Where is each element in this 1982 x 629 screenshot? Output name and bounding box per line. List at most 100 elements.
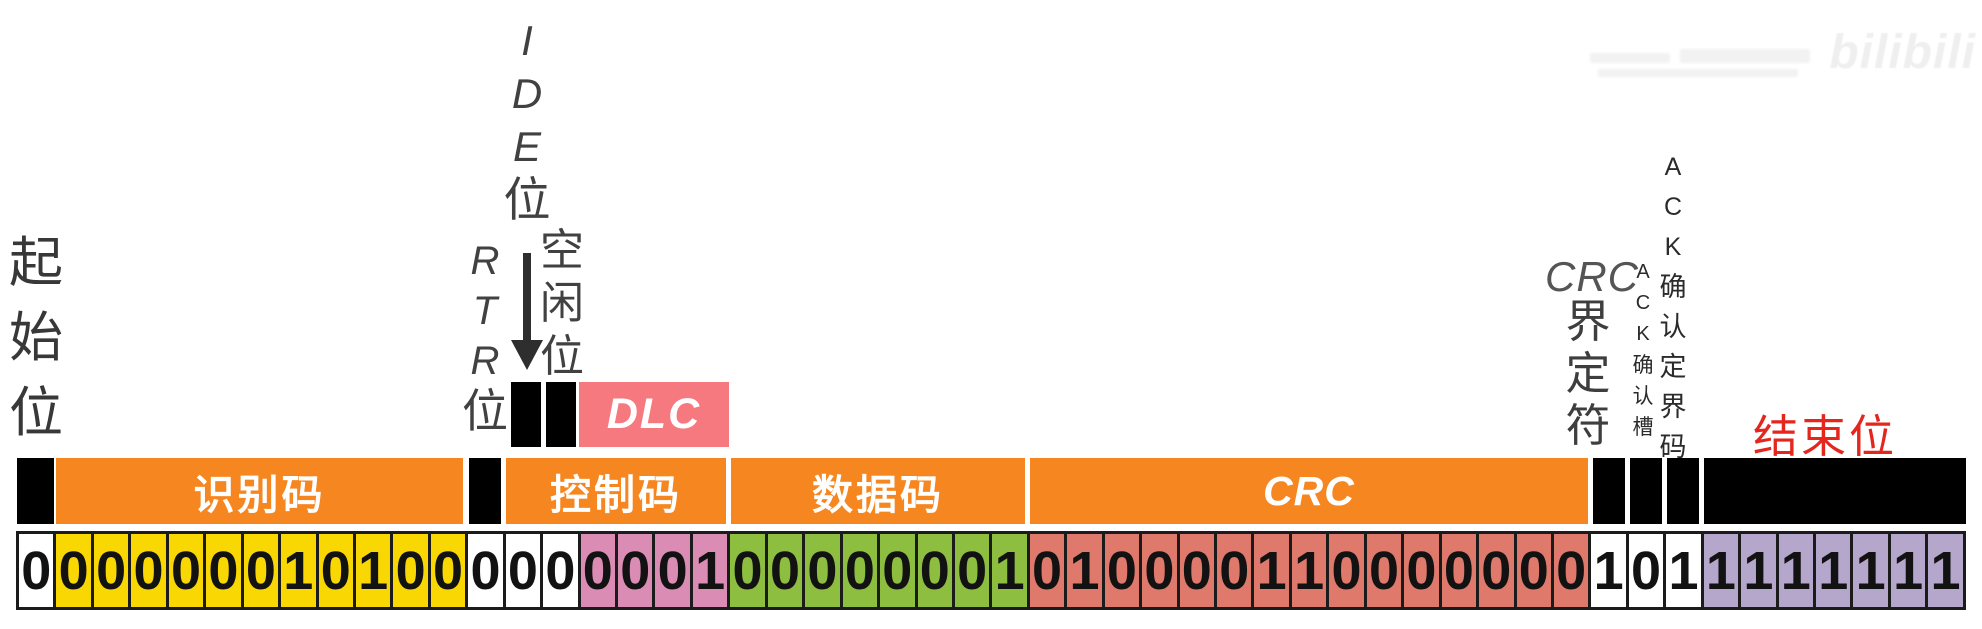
label-char: T bbox=[472, 289, 498, 333]
bit-cell-crc: 0 bbox=[1214, 534, 1252, 607]
label-char: 位 bbox=[540, 332, 584, 381]
label-char: 定 bbox=[1565, 348, 1611, 399]
bit-cell-rtr-ide-reserved: 0 bbox=[540, 534, 578, 607]
label-char: D bbox=[511, 70, 543, 117]
ide-bit-cell bbox=[511, 382, 541, 447]
label-char: 界 bbox=[1565, 296, 1611, 347]
label-char: 位 bbox=[503, 173, 551, 226]
bit-cell-identifier: 1 bbox=[278, 534, 316, 607]
bit-cell-crc: 1 bbox=[1064, 534, 1102, 607]
bit-cell-identifier: 0 bbox=[165, 534, 204, 607]
label-char: 位 bbox=[9, 383, 63, 443]
segment-bar-crc-delimiter bbox=[1593, 458, 1625, 524]
crc-delimiter-prefix-label: CRC bbox=[1545, 253, 1639, 300]
bit-cell-crc: 0 bbox=[1513, 534, 1551, 607]
bit-cell-dlc: 0 bbox=[577, 534, 615, 607]
label-char: 始 bbox=[9, 308, 63, 368]
label-char: 确 bbox=[1632, 354, 1654, 377]
segment-bar-label: 识别码 bbox=[193, 472, 326, 518]
segment-bar-data: 数据码 bbox=[731, 458, 1025, 524]
watermark-faint-text bbox=[1680, 49, 1810, 63]
bit-cell-end-of-frame: 1 bbox=[1850, 534, 1888, 607]
label-char: I bbox=[521, 17, 533, 64]
segment-bar-label: CRC bbox=[1263, 467, 1355, 514]
label-char: K bbox=[1636, 323, 1650, 345]
bit-cell-data: 0 bbox=[877, 534, 915, 607]
segment-bar-ack-slot bbox=[1630, 458, 1662, 524]
bit-cell-data: 0 bbox=[914, 534, 952, 607]
bit-cell-data: 0 bbox=[727, 534, 765, 607]
bit-cell-dlc: 0 bbox=[652, 534, 690, 607]
bit-cell-data: 0 bbox=[802, 534, 840, 607]
bit-cell-rtr-ide-reserved: 0 bbox=[465, 534, 503, 607]
segment-bar-end-of-frame bbox=[1704, 458, 1966, 524]
bit-cell-crc: 1 bbox=[1251, 534, 1289, 607]
label-char: 界 bbox=[1659, 392, 1687, 422]
bit-cell-identifier: 0 bbox=[203, 534, 241, 607]
bit-cell-end-of-frame: 1 bbox=[1738, 534, 1776, 607]
dlc-label: DLC bbox=[606, 390, 702, 438]
bit-cell-data: 1 bbox=[989, 534, 1027, 607]
label-char: K bbox=[1664, 233, 1682, 261]
bit-cell-data: 0 bbox=[764, 534, 803, 607]
bit-cell-crc: 0 bbox=[1401, 534, 1439, 607]
bit-cell-identifier: 0 bbox=[128, 534, 166, 607]
label-char: 空 bbox=[540, 226, 584, 275]
bit-cell-crc-delim-ack: 1 bbox=[1588, 534, 1626, 607]
bilibili-watermark: bilibili bbox=[1580, 25, 1980, 95]
segment-bar-identifier: 识别码 bbox=[56, 458, 463, 524]
label-char: 闲 bbox=[540, 279, 584, 328]
label-char: R bbox=[470, 339, 500, 383]
bit-cell-crc-delim-ack: 1 bbox=[1663, 534, 1701, 607]
label-char: E bbox=[512, 123, 541, 170]
bit-cell-crc: 0 bbox=[1438, 534, 1477, 607]
start-bit-label: 起始位 bbox=[5, 226, 67, 451]
down-arrow-icon bbox=[511, 340, 543, 370]
bit-cell-crc: 0 bbox=[1176, 534, 1214, 607]
bit-cell-end-of-frame: 1 bbox=[1925, 534, 1963, 607]
bit-cell-end-of-frame: 1 bbox=[1887, 534, 1926, 607]
bit-cell-identifier: 0 bbox=[427, 534, 466, 607]
bit-cell-data: 0 bbox=[951, 534, 990, 607]
label-char: 槽 bbox=[1632, 416, 1654, 439]
bit-cell-crc: 0 bbox=[1363, 534, 1402, 607]
bit-cell-crc: 1 bbox=[1288, 534, 1327, 607]
label-char: A bbox=[1664, 153, 1682, 181]
watermark-faint-text bbox=[1598, 69, 1798, 77]
bit-cell-identifier: 1 bbox=[352, 534, 391, 607]
label-char: A bbox=[1636, 261, 1650, 283]
bit-cell-crc: 0 bbox=[1026, 534, 1065, 607]
segment-bar-rtr bbox=[469, 458, 501, 524]
label-char: 认 bbox=[1632, 385, 1654, 408]
segment-bar-crc: CRC bbox=[1030, 458, 1588, 524]
bit-cell-crc-delim-ack: 0 bbox=[1625, 534, 1664, 607]
label-char: R bbox=[470, 239, 500, 283]
bit-cell-end-of-frame: 1 bbox=[1700, 534, 1739, 607]
bit-cell-identifier: 0 bbox=[240, 534, 279, 607]
segment-bar-label: 数据码 bbox=[812, 472, 944, 518]
bit-cell-identifier: 0 bbox=[53, 534, 91, 607]
crc-delimiter-label: 界定符 bbox=[1562, 296, 1614, 452]
bit-cell-end-of-frame: 1 bbox=[1813, 534, 1851, 607]
bit-cell-identifier: 0 bbox=[315, 534, 353, 607]
bit-cell-rtr-ide-reserved: 0 bbox=[502, 534, 541, 607]
bit-cell-crc: 0 bbox=[1476, 534, 1514, 607]
bit-cell-identifier: 0 bbox=[90, 534, 129, 607]
down-arrow-line bbox=[523, 253, 531, 343]
label-char: 起 bbox=[9, 233, 63, 293]
bit-cell-crc: 0 bbox=[1101, 534, 1140, 607]
label-char: 确 bbox=[1659, 272, 1687, 302]
bit-cell-identifier: 0 bbox=[390, 534, 428, 607]
bit-cell-dlc: 1 bbox=[689, 534, 728, 607]
label-char: C bbox=[1635, 292, 1651, 314]
label-char: 码 bbox=[1659, 432, 1687, 462]
bilibili-logo-text: bilibili bbox=[1829, 26, 1976, 79]
segment-bar-label: 控制码 bbox=[550, 472, 682, 518]
segment-bar-ack-delimiter bbox=[1667, 458, 1699, 524]
bit-cell-dlc: 0 bbox=[615, 534, 653, 607]
